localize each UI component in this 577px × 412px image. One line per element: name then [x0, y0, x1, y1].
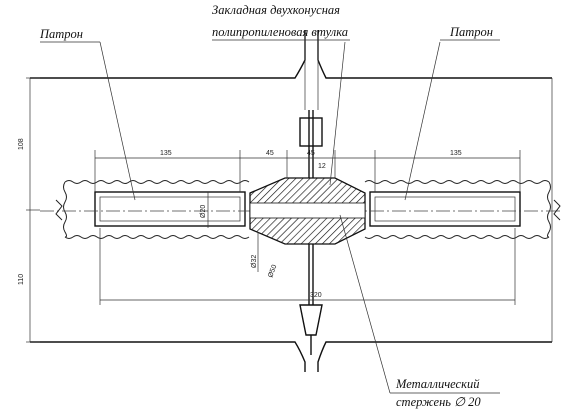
dim-mid-left: 45 [266, 150, 274, 157]
cartridge-left-body [94, 191, 246, 227]
dim-small: 12 [318, 163, 326, 170]
callout-cartridge-left: Патрон [39, 27, 83, 41]
slab-outline [30, 30, 552, 372]
callout-rod-line1: Металлический [395, 377, 480, 391]
top-dimension-chain: 135 45 45 135 12 [94, 150, 521, 192]
cartridge-left-outline [63, 180, 250, 239]
height-top-label: 108 [18, 138, 25, 150]
dim-sleeve-diameter: Ø32 [251, 255, 258, 268]
break-mark-right [553, 199, 561, 221]
height-dimension: 108 110 [18, 77, 40, 343]
bushing [249, 177, 366, 245]
vertical-rod [299, 110, 323, 355]
height-bottom-label: 110 [18, 274, 25, 285]
callout-rod-line2: стержень ∅ 20 [396, 395, 481, 409]
cartridge-right-body [369, 191, 521, 227]
dim-left-length: 135 [160, 150, 172, 157]
callout-bushing-line2: полипропиленовая втулка [212, 25, 348, 39]
dim-total-length: 320 [310, 292, 322, 299]
total-dimension: 320 [99, 228, 516, 305]
break-mark-left [55, 199, 63, 221]
leader-lines [40, 39, 500, 394]
callout-bushing-line1: Закладная двухконусная [212, 3, 340, 17]
callout-cartridge-right: Патрон [449, 25, 493, 39]
dim-rod-diameter: Ø20 [200, 205, 207, 218]
dim-right-length: 135 [450, 150, 462, 157]
cartridge-right-outline [364, 180, 551, 239]
dim-bush-diameter: Ø50 [267, 264, 278, 279]
dim-mid-right: 45 [307, 150, 315, 157]
